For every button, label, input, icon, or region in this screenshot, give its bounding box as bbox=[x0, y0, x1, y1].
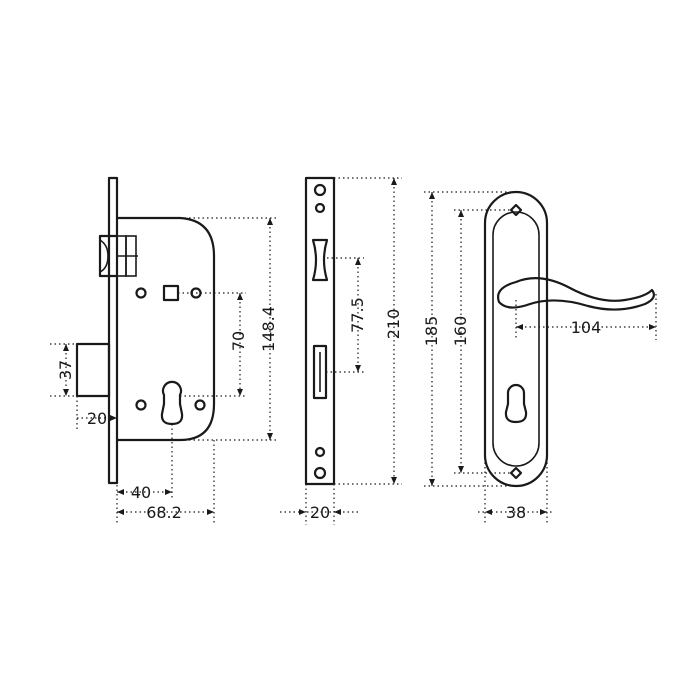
latch-bolt-inner bbox=[99, 239, 109, 273]
faceplate-screw-bottom bbox=[313, 466, 327, 480]
dim-faceplate-height: 210 bbox=[384, 309, 403, 340]
handle-keyhole bbox=[504, 383, 528, 424]
faceplate-screw-top bbox=[313, 183, 327, 197]
dim-latch-depth: 20 bbox=[87, 409, 107, 428]
faceplate-outline bbox=[304, 176, 336, 486]
latch-bolt bbox=[98, 234, 119, 278]
dim-backset: 40 bbox=[131, 483, 151, 502]
follower-square bbox=[162, 284, 180, 302]
dim-body-height: 148.4 bbox=[259, 306, 278, 352]
handle-screw-top bbox=[509, 203, 523, 217]
lever-handle bbox=[497, 277, 655, 311]
handle-screw-bottom bbox=[509, 466, 523, 480]
screw-hole-bottom-left bbox=[135, 399, 147, 411]
dim-center-distance: 70 bbox=[229, 331, 248, 351]
faceplate-screw-upper bbox=[314, 202, 326, 214]
latch-slot bbox=[311, 238, 329, 282]
dim-hole-spacing: 160 bbox=[451, 316, 470, 347]
lock-case bbox=[115, 216, 216, 442]
dim-handle-plate-width: 38 bbox=[506, 503, 526, 522]
dim-lever-length: 104 bbox=[571, 318, 602, 337]
faceplate: 77.5 210 20 bbox=[280, 176, 403, 525]
dim-latch-height: 37 bbox=[56, 360, 75, 380]
dim-faceplate-width: 20 bbox=[310, 503, 330, 522]
dead-bolt bbox=[75, 342, 111, 398]
handle-plate-outer bbox=[483, 190, 549, 488]
dim-slot-spacing: 77.5 bbox=[348, 297, 367, 333]
handle-plate-inner bbox=[492, 211, 540, 467]
dim-body-width: 68.2 bbox=[146, 503, 182, 522]
dim-handle-plate-height: 185 bbox=[422, 316, 441, 347]
faceplate-screw-lower bbox=[314, 446, 326, 458]
screw-hole-top-left bbox=[135, 287, 147, 299]
handle-plate: 185 160 104 38 bbox=[422, 190, 657, 525]
lock-body: 37 20 40 68.2 70 148.4 bbox=[50, 176, 278, 525]
lock-front-plate bbox=[107, 176, 119, 485]
cylinder-keyhole bbox=[160, 380, 184, 426]
screw-hole-bottom-right bbox=[194, 399, 206, 411]
